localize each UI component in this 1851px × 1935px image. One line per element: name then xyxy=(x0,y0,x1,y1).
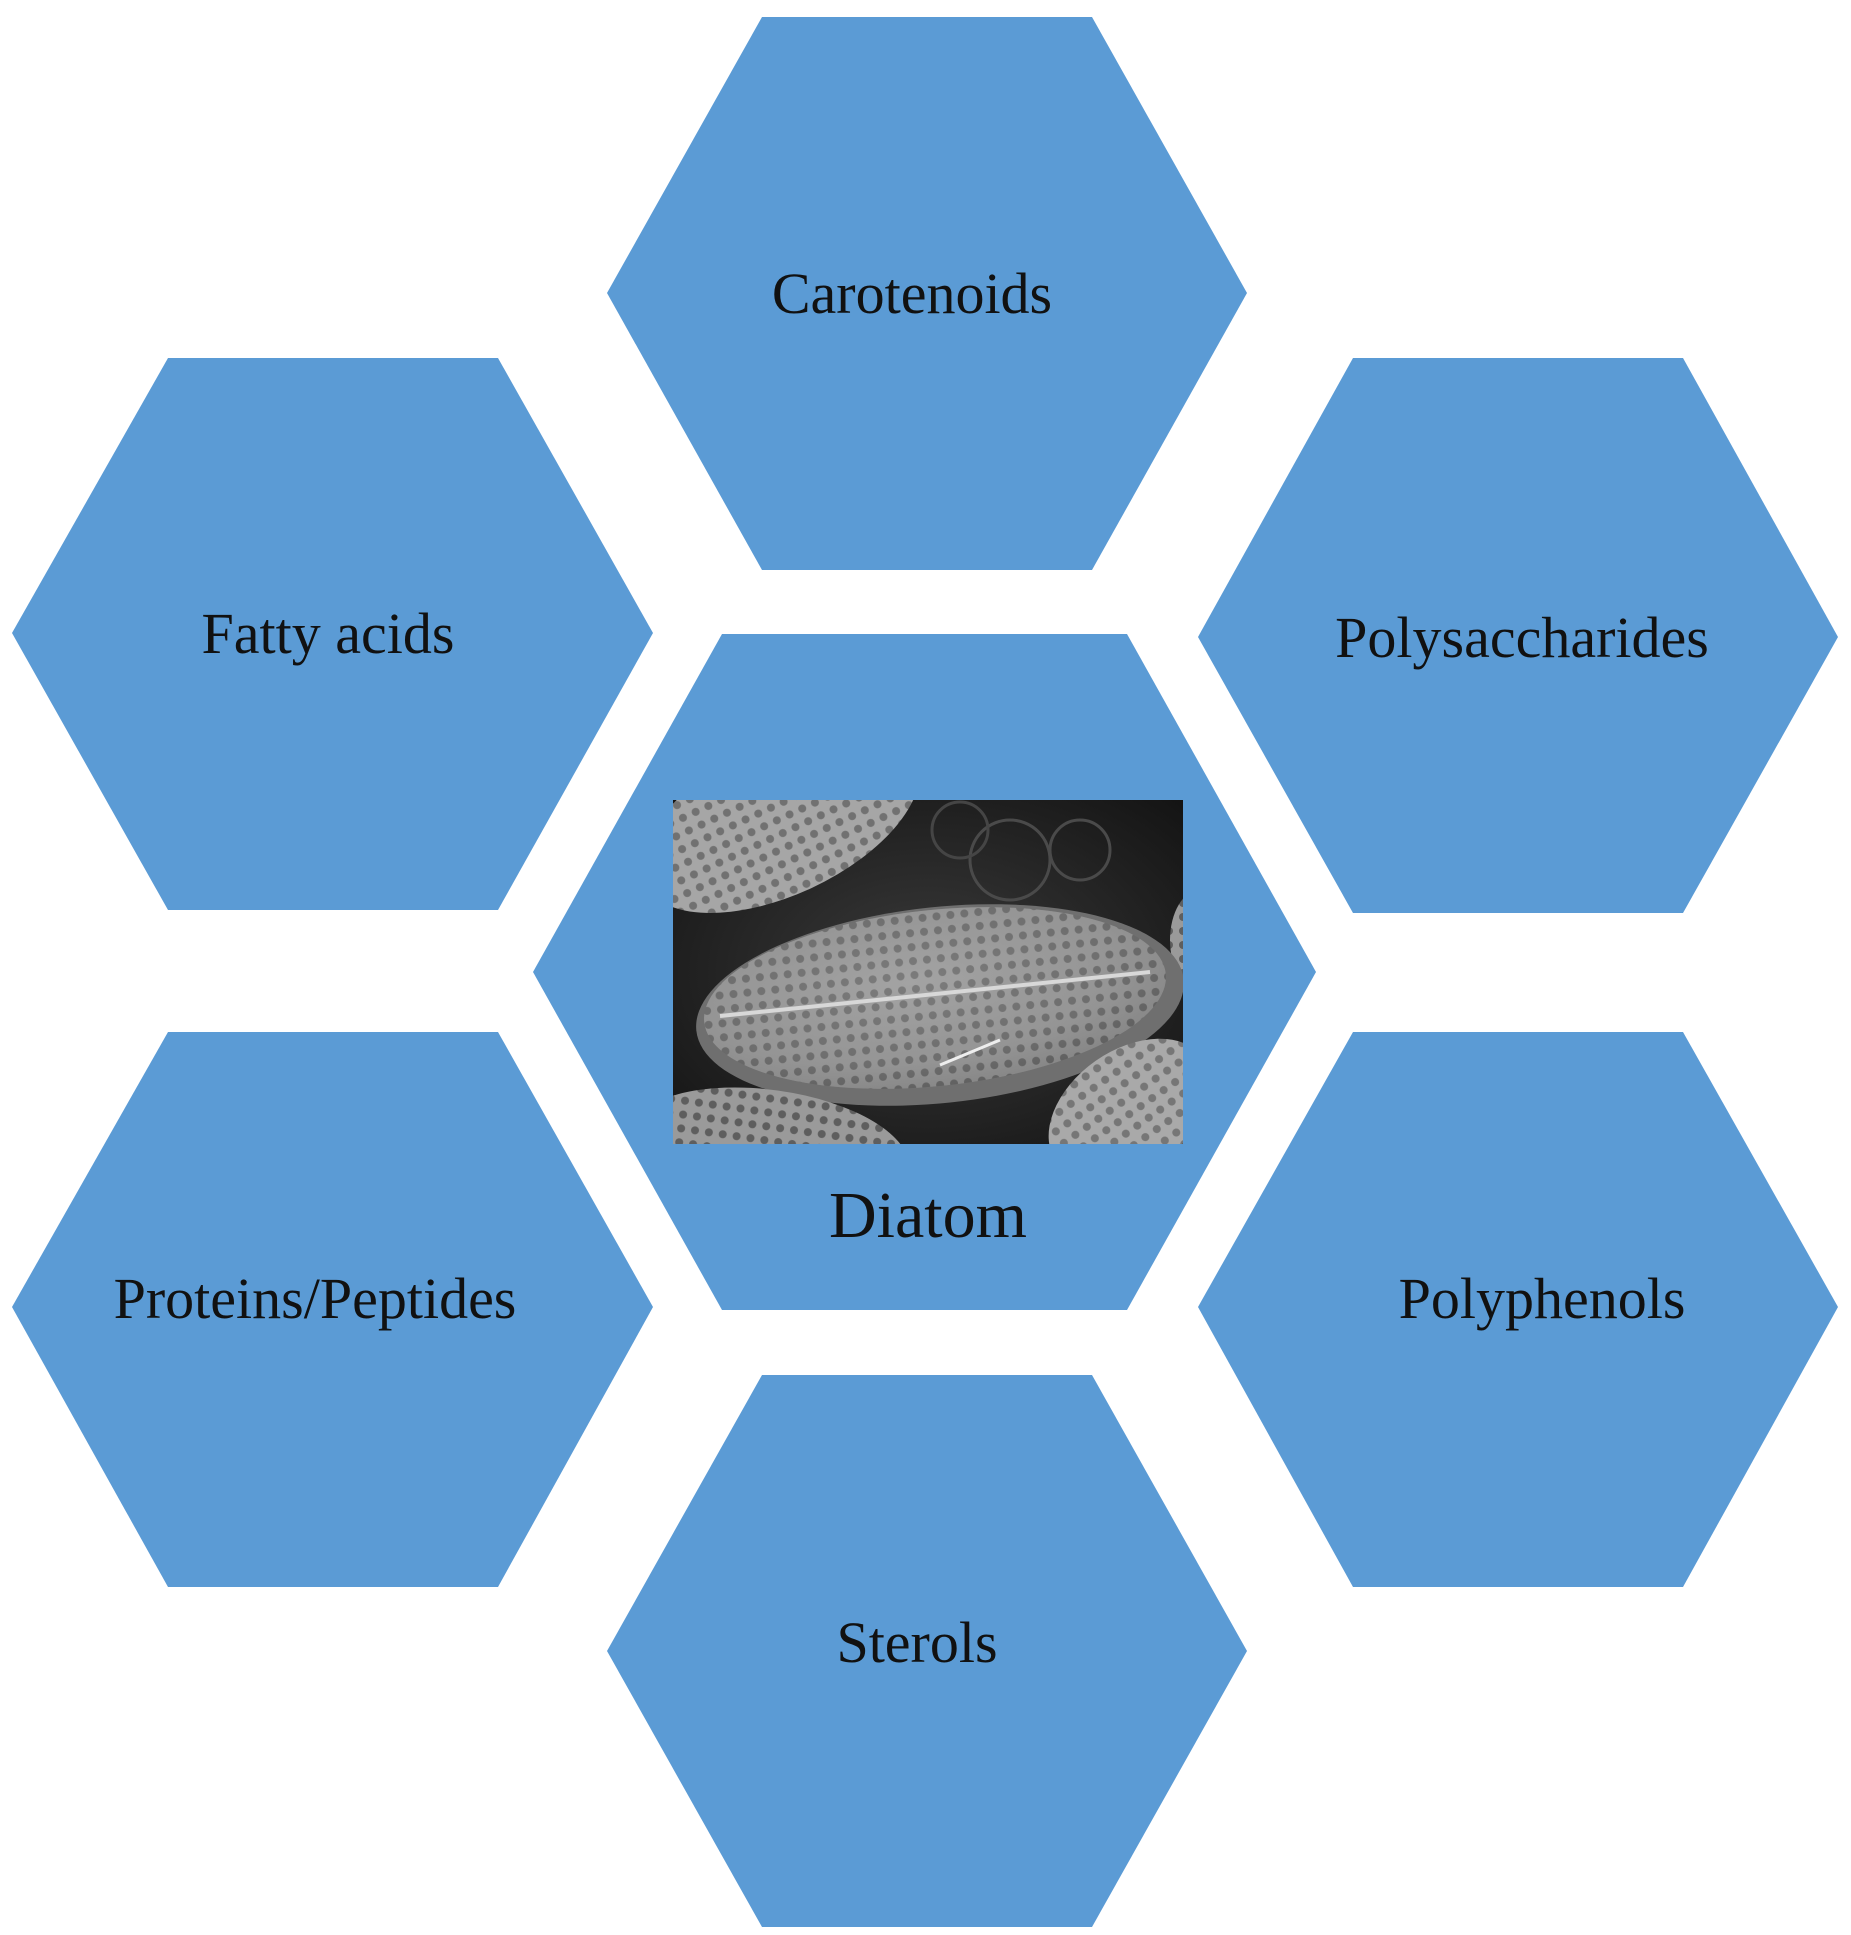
label-fatty-acids: Fatty acids xyxy=(202,601,455,666)
label-polyphenols: Polyphenols xyxy=(1399,1266,1686,1331)
hexagon-carotenoids xyxy=(607,17,1247,570)
diatom-image xyxy=(673,800,1183,1144)
hexagon-proteins-peptides xyxy=(12,1032,653,1587)
hexagon-polysaccharides xyxy=(1198,358,1838,913)
label-diatom: Diatom xyxy=(829,1179,1027,1252)
label-carotenoids: Carotenoids xyxy=(772,261,1052,326)
hexagon-fatty-acids xyxy=(12,358,653,910)
hexagon-sterols xyxy=(607,1375,1247,1927)
hexagon-polyphenols xyxy=(1198,1032,1838,1587)
label-sterols: Sterols xyxy=(836,1610,997,1675)
label-polysaccharides: Polysaccharides xyxy=(1335,605,1709,670)
label-proteins-peptides: Proteins/Peptides xyxy=(114,1266,517,1331)
